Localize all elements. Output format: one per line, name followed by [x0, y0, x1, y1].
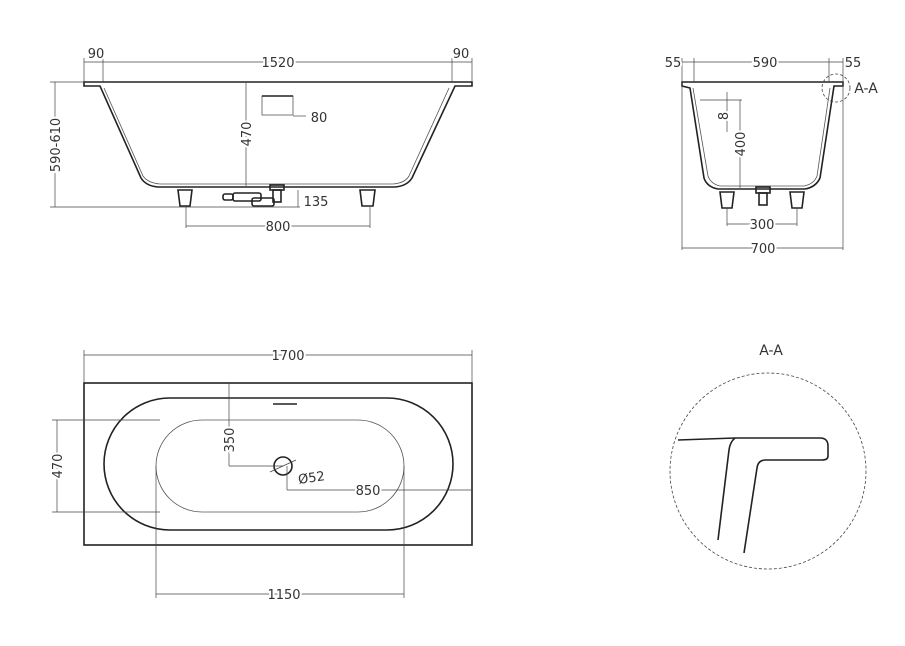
foot [359, 189, 376, 207]
dim-drain-offset-x: 850 [356, 484, 381, 499]
dim-depth: 400 [734, 132, 749, 157]
front-view: 90 1520 90 590-610 470 80 135 800 [47, 45, 473, 237]
dim-rim-right: 55 [845, 56, 862, 71]
dim-rim-left: 55 [665, 56, 682, 71]
section-marker-circle [821, 73, 851, 103]
dim-rim-right: 90 [453, 47, 470, 62]
detail-title: A-A [759, 343, 783, 359]
detail-circle [669, 372, 867, 570]
dim-drain-offset-y: 350 [223, 428, 238, 453]
dim-inner-width: 590 [753, 56, 778, 71]
dim-depth: 470 [240, 122, 255, 147]
dim-total-width: 700 [751, 242, 776, 257]
dim-inner-length: 1150 [267, 588, 300, 603]
detail-a-a: A-A [669, 343, 867, 570]
foot [789, 191, 805, 209]
dim-feet-spacing: 800 [266, 220, 291, 235]
dim-overflow: 80 [311, 111, 328, 126]
dim-offset: 8 [717, 112, 732, 120]
side-view: 55 590 55 A-A 8 400 300 700 [663, 54, 878, 259]
dim-feet-spacing: 300 [750, 218, 775, 233]
section-marker-label: A-A [854, 81, 878, 97]
dim-drain: 135 [304, 195, 329, 210]
foot [719, 191, 735, 209]
dim-rim-left: 90 [88, 47, 105, 62]
dim-inner-length: 1520 [261, 56, 294, 71]
dim-height: 590-610 [49, 118, 64, 172]
dim-inner-width: 470 [51, 454, 66, 479]
foot [177, 189, 193, 207]
dim-drain-diameter: Ø52 [297, 469, 326, 488]
dim-total-length: 1700 [271, 349, 304, 364]
top-view: 1700 350 Ø52 850 470 1150 [49, 347, 473, 605]
